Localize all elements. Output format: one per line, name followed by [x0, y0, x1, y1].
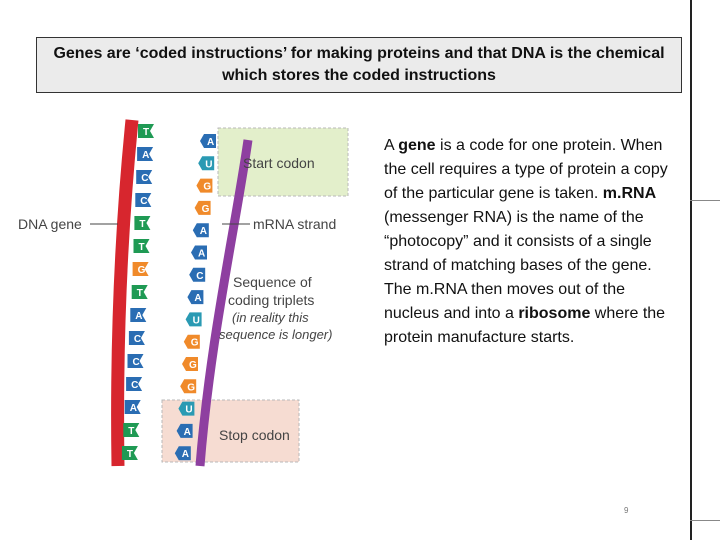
mrna-base-letter-10: G [189, 360, 197, 371]
gene-paragraph: A gene is a code for one protein. When t… [384, 134, 680, 278]
dna-base-letter-13: T [128, 426, 134, 437]
mrna-base-letter-0: A [207, 137, 214, 148]
dna-base-letter-14: T [127, 449, 133, 460]
start-codon-label: Start codon [243, 155, 315, 171]
mrna-strand-label: mRNA strand [253, 216, 336, 232]
dna-gene-label: DNA gene [18, 216, 82, 232]
dna-base-letter-8: A [135, 311, 142, 322]
dna-base-letter-5: T [139, 242, 145, 253]
sequence-label-line2: coding triplets [228, 292, 314, 308]
mrna-base-letter-2: G [203, 182, 211, 193]
text-run: (messenger RNA) is the name of the “phot… [384, 209, 652, 274]
mrna-base-letter-13: A [184, 427, 191, 438]
text-run: A [384, 137, 398, 154]
mrna-base-letter-3: G [202, 204, 210, 215]
sequence-note-line2: sequence is longer) [219, 327, 332, 342]
mrna-base-letter-5: A [198, 249, 205, 260]
dna-base-letter-1: A [142, 150, 149, 161]
mrna-base-letter-7: A [194, 293, 201, 304]
mrna-base-letter-9: G [191, 338, 199, 349]
dna-base-letter-6: G [138, 265, 146, 276]
dna-base-letter-10: C [133, 357, 140, 368]
bold-term: gene [398, 137, 435, 154]
dna-base-letter-11: C [131, 380, 138, 391]
dna-base-letter-9: C [134, 334, 141, 345]
bold-term: ribosome [518, 305, 590, 322]
stop-codon-label: Stop codon [219, 427, 290, 443]
slide-title: Genes are ‘coded instructions’ for makin… [36, 37, 682, 93]
mrna-paragraph: The m.RNA then moves out of the nucleus … [384, 278, 680, 350]
mrna-base-letter-11: G [187, 382, 195, 393]
mrna-base-letter-12: U [185, 405, 192, 416]
sequence-note-line1: (in reality this [232, 310, 309, 325]
dna-base-letter-0: T [143, 127, 149, 138]
slide-edge-bar [690, 0, 720, 540]
bold-term: m.RNA [603, 185, 656, 202]
mrna-base-letter-8: U [193, 315, 200, 326]
mrna-base-letter-4: A [200, 226, 207, 237]
dna-base-letter-7: T [137, 288, 143, 299]
mrna-base-letter-6: C [196, 271, 203, 282]
sequence-label-line1: Sequence of [233, 274, 312, 290]
dna-base-letter-4: T [139, 219, 145, 230]
dna-backbone [118, 120, 132, 466]
mrna-base-letter-1: U [205, 159, 212, 170]
edge-notch [690, 520, 720, 521]
edge-notch [690, 200, 720, 201]
explanation-text: A gene is a code for one protein. When t… [384, 134, 680, 350]
dna-base-letter-2: C [141, 173, 148, 184]
dna-base-letter-12: A [130, 403, 137, 414]
dna-base-letter-3: C [140, 196, 147, 207]
mrna-base-letter-14: A [182, 449, 189, 460]
page-number: 9 [624, 506, 628, 515]
